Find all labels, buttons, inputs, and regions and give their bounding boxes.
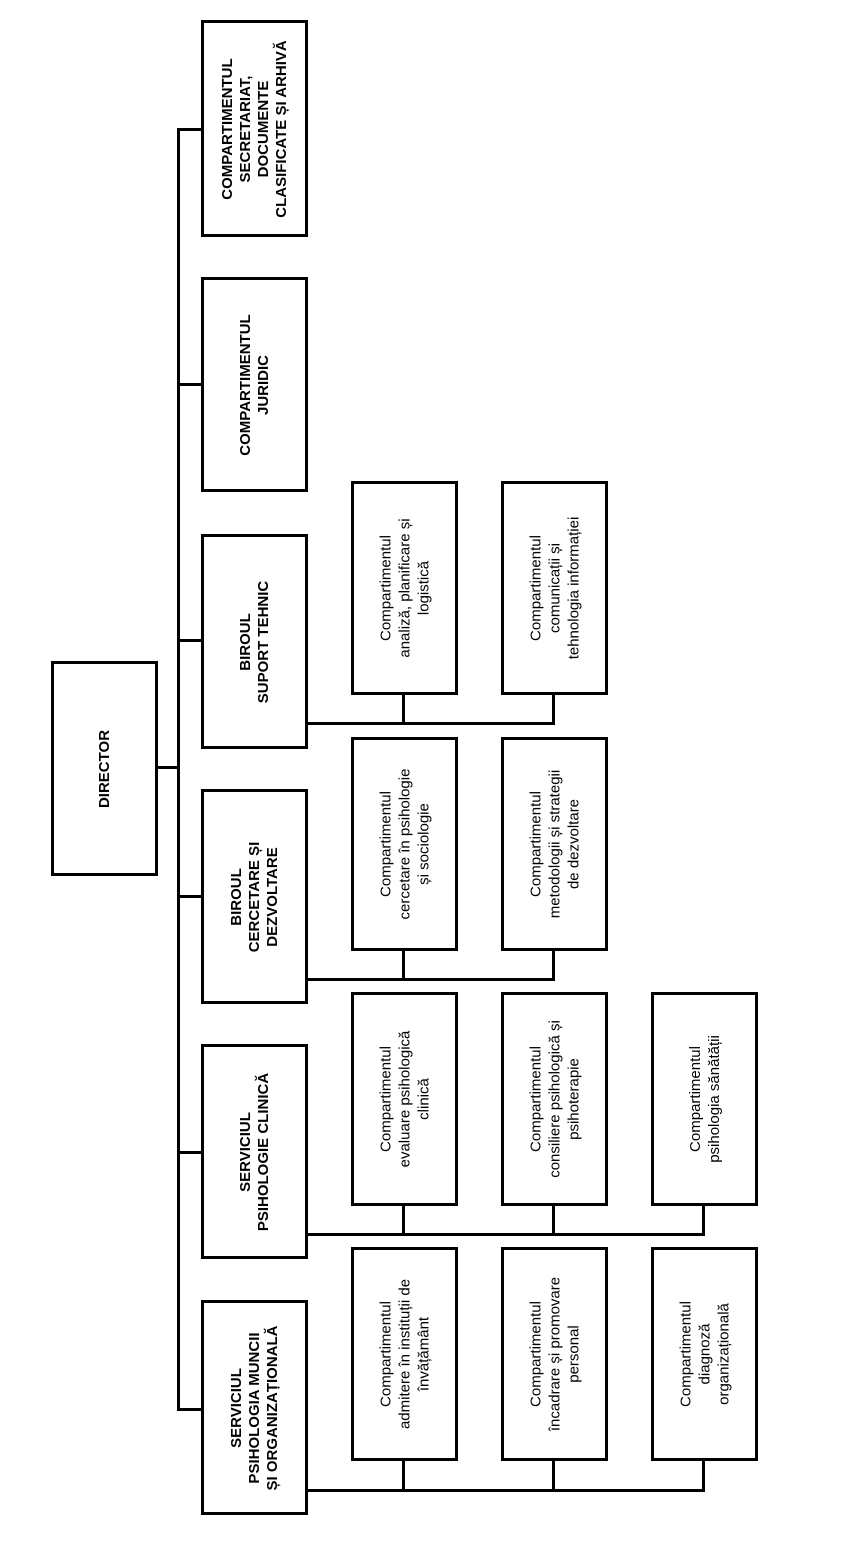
- clinica-stem-2: [552, 1204, 555, 1235]
- clinica-child-2-box: Compartimentul consiliere psihologică și…: [501, 992, 608, 1206]
- spine-line: [177, 128, 180, 1411]
- branch-suport: [177, 639, 203, 642]
- clinica-stem-3: [702, 1204, 705, 1235]
- branch-cercetare: [177, 895, 203, 898]
- suport-connector: [307, 722, 555, 725]
- suport-stem-2: [552, 693, 555, 724]
- muncii-child-1-label: Compartimentul admitere în instituții de…: [377, 1278, 432, 1430]
- suport-child-1-label: Compartimentul analiză, planificare și l…: [377, 518, 432, 658]
- clinica-child-2-label: Compartimentul consiliere psihologică și…: [527, 1020, 582, 1178]
- branch-secretariat: [177, 128, 203, 131]
- cercetare-connector: [307, 978, 555, 981]
- clinica-child-1-box: Compartimentul evaluare psihologică clin…: [351, 992, 458, 1206]
- muncii-child-3-label: Compartimentul diagnoză organizațională: [677, 1301, 732, 1407]
- muncii-child-2-box: Compartimentul încadrare și promovare pe…: [501, 1247, 608, 1461]
- muncii-label: SERVICIUL PSIHOLOGIA MUNCII ȘI ORGANIZAȚ…: [227, 1325, 281, 1490]
- branch-clinica: [177, 1151, 203, 1154]
- cercetare-child-2-box: Compartimentul metodologii și strategii …: [501, 737, 608, 951]
- muncii-child-3-box: Compartimentul diagnoză organizațională: [651, 1247, 758, 1461]
- suport-box: BIROUL SUPORT TEHNIC: [201, 534, 308, 749]
- juridic-box: COMPARTIMENTUL JURIDIC: [201, 277, 308, 492]
- suport-child-1-box: Compartimentul analiză, planificare și l…: [351, 481, 458, 695]
- clinica-child-3-label: Compartimentul psihologia sănătății: [686, 1035, 723, 1163]
- muncii-child-1-box: Compartimentul admitere în instituții de…: [351, 1247, 458, 1461]
- suport-stem-1: [402, 693, 405, 724]
- cercetare-label: BIROUL CERCETARE ȘI DEZVOLTARE: [227, 841, 281, 952]
- clinica-connector: [307, 1233, 705, 1236]
- clinica-box: SERVICIUL PSIHOLOGIE CLINICĂ: [201, 1044, 308, 1259]
- muncii-stem-1: [402, 1459, 405, 1491]
- suport-child-2-label: Compartimentul comunicații și tehnologia…: [527, 516, 582, 660]
- cercetare-stem-2: [552, 948, 555, 980]
- clinica-label: SERVICIUL PSIHOLOGIE CLINICĂ: [236, 1072, 272, 1231]
- trunk-line: [156, 766, 180, 769]
- clinica-child-3-box: Compartimentul psihologia sănătății: [651, 992, 758, 1206]
- cercetare-child-1-box: Compartimentul cercetare în psihologie ș…: [351, 737, 458, 951]
- director-box: DIRECTOR: [51, 661, 158, 876]
- muncii-child-2-label: Compartimentul încadrare și promovare pe…: [527, 1276, 582, 1432]
- clinica-stem-1: [402, 1204, 405, 1235]
- juridic-label: COMPARTIMENTUL JURIDIC: [236, 313, 272, 456]
- cercetare-box: BIROUL CERCETARE ȘI DEZVOLTARE: [201, 789, 308, 1004]
- cercetare-child-1-label: Compartimentul cercetare în psihologie ș…: [377, 768, 432, 920]
- secretariat-label: COMPARTIMENTUL SECRETARIAT, DOCUMENTE CL…: [218, 39, 290, 218]
- suport-child-2-box: Compartimentul comunicații și tehnologia…: [501, 481, 608, 695]
- branch-muncii: [177, 1408, 203, 1411]
- cercetare-stem-1: [402, 948, 405, 980]
- clinica-child-1-label: Compartimentul evaluare psihologică clin…: [377, 1030, 432, 1168]
- cercetare-child-2-label: Compartimentul metodologii și strategii …: [527, 769, 582, 919]
- muncii-connector: [307, 1489, 705, 1492]
- secretariat-box: COMPARTIMENTUL SECRETARIAT, DOCUMENTE CL…: [201, 20, 308, 237]
- muncii-stem-2: [552, 1459, 555, 1491]
- director-label: DIRECTOR: [95, 729, 113, 808]
- muncii-stem-3: [702, 1459, 705, 1491]
- branch-juridic: [177, 383, 203, 386]
- muncii-box: SERVICIUL PSIHOLOGIA MUNCII ȘI ORGANIZAȚ…: [201, 1300, 308, 1515]
- suport-label: BIROUL SUPORT TEHNIC: [236, 580, 272, 703]
